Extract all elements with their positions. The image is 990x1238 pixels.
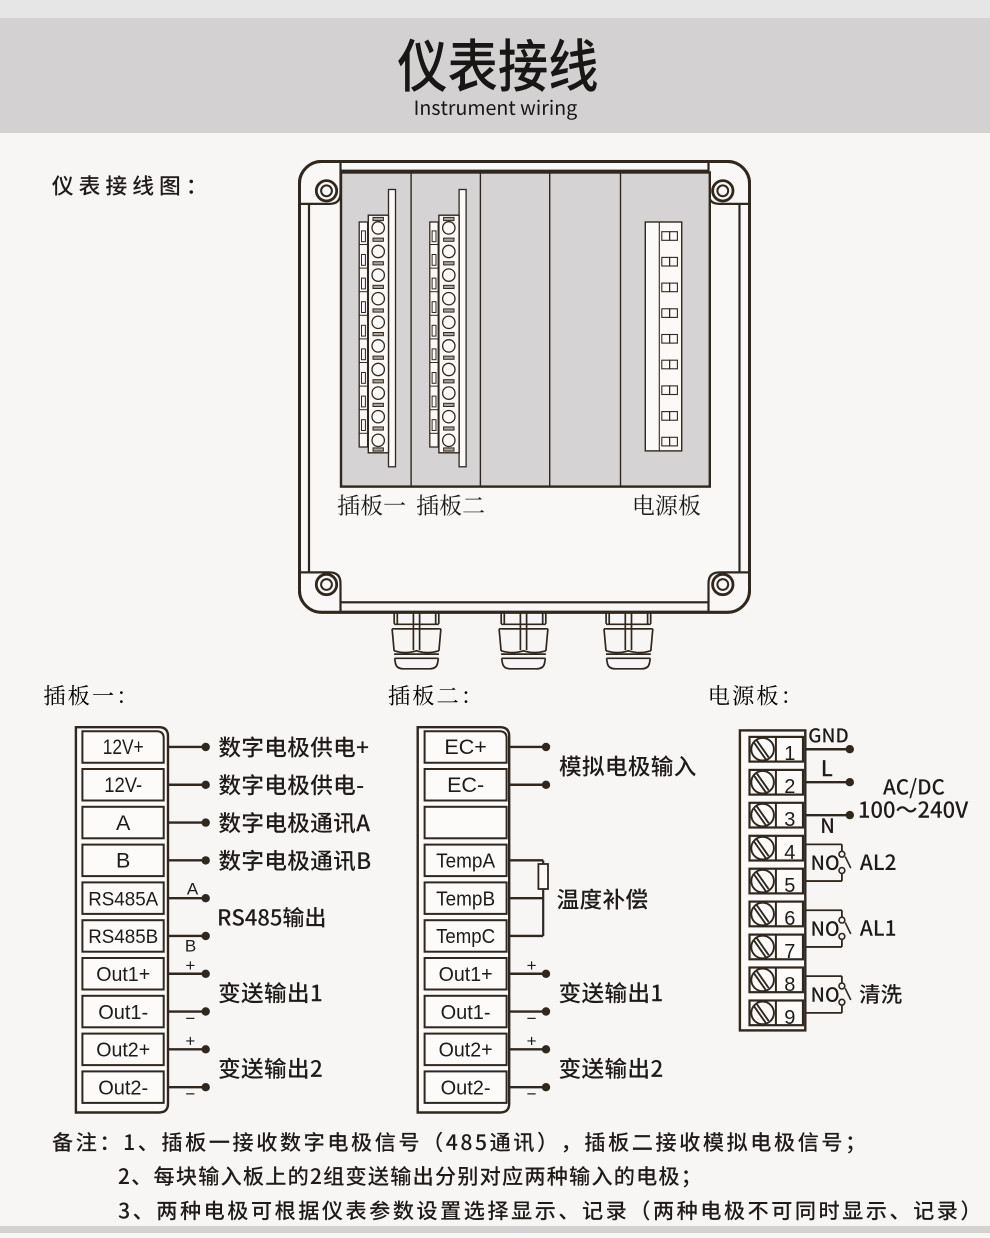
svg-text:Out2-: Out2- [441, 1077, 491, 1099]
svg-text:−: − [527, 1009, 537, 1028]
svg-text:6: 6 [784, 908, 795, 930]
svg-text:EC-: EC- [447, 773, 484, 797]
svg-text:Out1+: Out1+ [96, 964, 150, 986]
svg-text:+: + [527, 956, 537, 975]
svg-text:+: + [527, 1031, 537, 1050]
svg-text:5: 5 [784, 875, 795, 897]
svg-text:TempA: TempA [436, 851, 495, 873]
svg-text:Out1-: Out1- [98, 1002, 148, 1024]
svg-text:4: 4 [784, 842, 795, 864]
svg-text:A: A [116, 811, 131, 835]
svg-text:RS485A: RS485A [88, 888, 159, 910]
svg-text:−: − [527, 1085, 537, 1104]
svg-text:TempC: TempC [436, 926, 495, 948]
svg-text:TempB: TempB [436, 888, 495, 910]
svg-text:7: 7 [784, 941, 795, 963]
svg-text:Out2-: Out2- [98, 1077, 148, 1099]
svg-text:B: B [185, 936, 196, 955]
svg-text:8: 8 [784, 974, 795, 996]
svg-text:Out1-: Out1- [441, 1002, 491, 1024]
svg-text:−: − [185, 1009, 195, 1028]
svg-text:12V+: 12V+ [103, 735, 144, 759]
svg-text:1: 1 [784, 743, 795, 765]
svg-text:−: − [185, 1085, 195, 1104]
svg-text:Out1+: Out1+ [439, 964, 493, 986]
svg-text:RS485B: RS485B [88, 926, 158, 948]
svg-text:12V-: 12V- [104, 773, 142, 797]
svg-text:+: + [185, 1031, 195, 1050]
svg-text:3: 3 [784, 809, 795, 831]
svg-text:A: A [187, 880, 199, 899]
svg-text:9: 9 [784, 1007, 795, 1029]
svg-text:Out2+: Out2+ [439, 1040, 493, 1062]
svg-text:+: + [185, 956, 195, 975]
svg-text:EC+: EC+ [444, 735, 486, 759]
svg-text:Out2+: Out2+ [96, 1040, 150, 1062]
svg-text:2: 2 [784, 776, 795, 798]
svg-text:B: B [116, 849, 130, 873]
